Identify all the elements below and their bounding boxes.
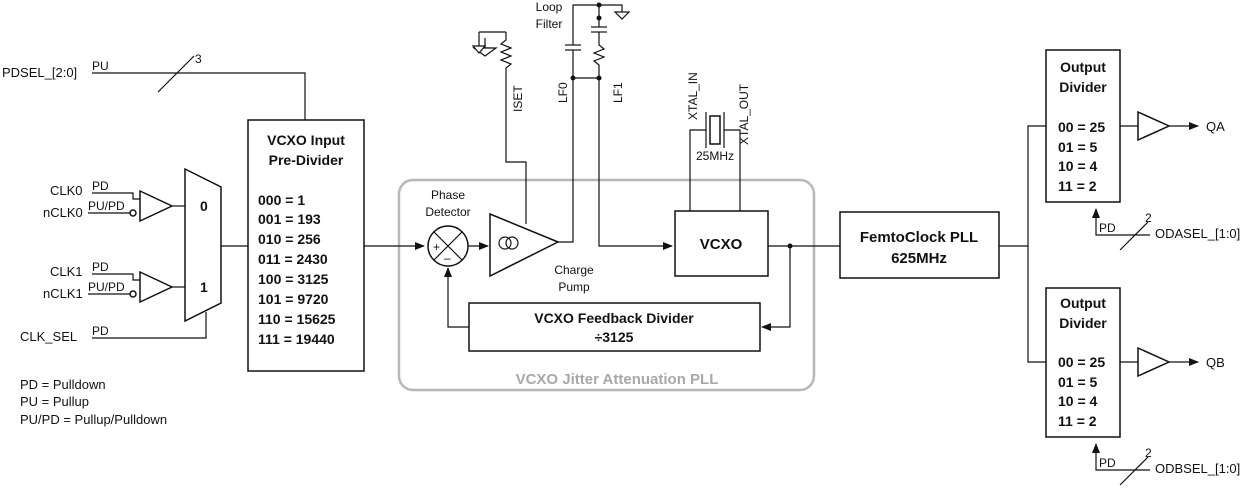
phase-detector-label-2: Detector: [425, 205, 470, 219]
phase-detector-plus: +: [433, 240, 440, 254]
clk0-input: CLK0 PD nCLK0 PU/PD: [43, 179, 185, 223]
out-b-row: 01 = 5: [1058, 374, 1098, 390]
nclk1-pupd-label: PU/PD: [88, 280, 125, 294]
legend: PD = Pulldown PU = Pullup PU/PD = Pullup…: [20, 377, 167, 427]
pdsel-bits-label: 3: [195, 52, 202, 66]
phase-detector-minus: –: [444, 251, 451, 265]
clk1-input: CLK1 PD nCLK1 PU/PD: [43, 260, 185, 304]
qb-label: QB: [1206, 355, 1225, 370]
xtal-out-label: XTAL_OUT: [737, 83, 751, 145]
pdsel-label: PDSEL_[2:0]: [2, 65, 77, 80]
out-a-sel-pd: PD: [1099, 221, 1116, 235]
feedback-divider-title: VCXO Feedback Divider: [534, 310, 694, 326]
vcxo-input-predivider: VCXO Input Pre-Divider 000 = 1 001 = 193…: [247, 119, 365, 372]
out-b-sel-pd: PD: [1099, 456, 1116, 470]
clk1-buffer: [139, 270, 174, 304]
predivider-title-2: Pre-Divider: [269, 152, 344, 168]
loop-filter-label-1: Loop: [536, 0, 563, 14]
nclk0-label: nCLK0: [43, 205, 83, 220]
out-b-row: 00 = 25: [1058, 354, 1105, 370]
out-b-buffer: [1137, 346, 1171, 378]
jitter-pll-boundary: [397, 178, 816, 392]
clk1-pd-label: PD: [92, 260, 109, 274]
legend-item: PU = Pullup: [20, 394, 89, 409]
clk-sel-label: CLK_SEL: [20, 329, 77, 344]
out-a-row: 11 = 2: [1058, 178, 1097, 194]
xtal-in-label: XTAL_IN: [686, 72, 700, 120]
femtoclock-pll: FemtoClock PLL 625MHz: [839, 125, 1046, 363]
predivider-row: 100 = 3125: [258, 271, 329, 287]
out-a-row: 10 = 4: [1058, 158, 1098, 174]
phase-detector-label-1: Phase: [431, 188, 465, 202]
out-b-title-1: Output: [1060, 295, 1106, 311]
phase-detector: Phase Detector + –: [425, 188, 489, 267]
predivider-title-1: VCXO Input: [267, 132, 345, 148]
out-a-row: 00 = 25: [1058, 119, 1105, 135]
femtoclock-title: FemtoClock PLL: [860, 229, 978, 246]
mux-input-0: 0: [200, 198, 208, 214]
predivider-row: 110 = 15625: [258, 311, 336, 327]
output-divider-a: Output Divider 00 = 25 01 = 5 10 = 4 11 …: [1045, 49, 1240, 251]
output-divider-b: Output Divider 00 = 25 01 = 5 10 = 4 11 …: [1045, 287, 1240, 486]
qa-label: QA: [1206, 119, 1225, 134]
pdsel-pu-label: PU: [92, 59, 109, 73]
legend-item: PU/PD = Pullup/Pulldown: [20, 412, 167, 427]
iset-resistor: ISET: [471, 31, 527, 224]
legend-item: PD = Pulldown: [20, 377, 106, 392]
xtal-freq-label: 25MHz: [696, 149, 734, 163]
out-a-buffer: [1137, 110, 1171, 142]
clk0-label: CLK0: [50, 183, 83, 198]
predivider-row: 111 = 19440: [258, 331, 335, 347]
out-b-row: 10 = 4: [1058, 393, 1098, 409]
vcxo-block: VCXO: [674, 210, 840, 331]
odasel-label: ODASEL_[1:0]: [1155, 226, 1240, 241]
crystal: XTAL_IN XTAL_OUT 25MHz: [686, 72, 751, 211]
loop-filter-label-2: Filter: [536, 17, 563, 31]
clk-sel-input: CLK_SEL PD: [20, 312, 207, 344]
feedback-divider-ratio: ÷3125: [595, 329, 634, 345]
nclk0-pupd-label: PU/PD: [88, 199, 125, 213]
charge-pump-label-1: Charge: [554, 263, 594, 277]
input-mux: 0 1: [184, 167, 248, 323]
nclk1-label: nCLK1: [43, 286, 83, 301]
clk0-buffer: [139, 189, 174, 223]
out-a-title-1: Output: [1060, 59, 1106, 75]
jitter-pll-label: VCXO Jitter Attenuation PLL: [516, 371, 719, 388]
out-a-sel-bits: 2: [1145, 211, 1152, 225]
out-a-title-2: Divider: [1059, 79, 1107, 95]
mux-input-1: 1: [200, 279, 208, 295]
clk0-pd-label: PD: [92, 179, 109, 193]
clk-sel-pd-label: PD: [92, 324, 109, 338]
predivider-row: 101 = 9720: [258, 291, 329, 307]
charge-pump-label-2: Pump: [558, 280, 590, 294]
out-a-row: 01 = 5: [1058, 139, 1098, 155]
out-b-sel-bits: 2: [1145, 446, 1152, 460]
out-b-title-2: Divider: [1059, 315, 1107, 331]
lf0-label: LF0: [556, 82, 570, 103]
charge-pump: Charge Pump: [489, 78, 594, 294]
odbsel-label: ODBSEL_[1:0]: [1155, 461, 1240, 476]
predivider-row: 000 = 1: [258, 192, 305, 208]
lf1-label: LF1: [611, 82, 625, 103]
pdsel-bus: PDSEL_[2:0] PU 3: [2, 52, 306, 120]
out-b-row: 11 = 2: [1058, 413, 1097, 429]
feedback-divider: VCXO Feedback Divider ÷3125: [444, 267, 761, 352]
clk1-label: CLK1: [50, 264, 83, 279]
predivider-row: 001 = 193: [258, 211, 321, 227]
femtoclock-freq: 625MHz: [891, 250, 947, 267]
predivider-row: 011 = 2430: [258, 251, 328, 267]
vcxo-label: VCXO: [700, 236, 743, 253]
predivider-row: 010 = 256: [258, 231, 321, 247]
loop-filter: Loop Filter LF0 LF1: [536, 0, 673, 250]
iset-label: ISET: [511, 85, 525, 112]
